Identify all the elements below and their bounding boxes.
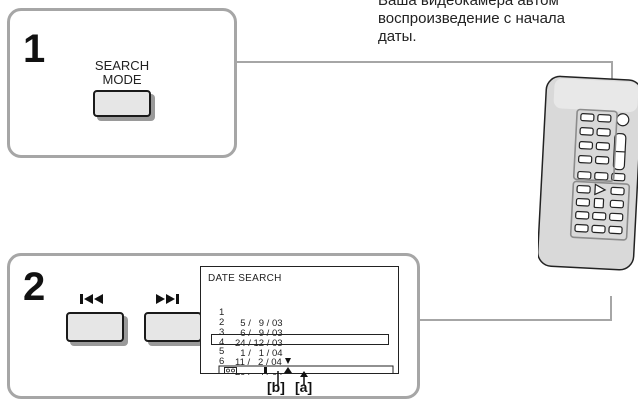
position-marker-b-tick	[264, 367, 267, 373]
position-marker-a-arrow	[284, 367, 292, 373]
caption-line-1: Ваша видеокамера автом	[378, 0, 559, 9]
step1-number: 1	[23, 27, 46, 71]
row-date: 1 / 1 / 04	[235, 348, 283, 359]
caption-line-2: воспроизведение с начала	[378, 10, 566, 27]
row-index: 3	[219, 327, 225, 338]
date-row[interactable]: 3 24 / 12 / 03	[201, 316, 396, 360]
date-row[interactable]: 1 5 / 9 / 03	[201, 296, 396, 340]
date-search-screen: DATE SEARCH 1 5 / 9 / 03 2 6 / 9 / 03 3 …	[200, 266, 399, 378]
screen-title: DATE SEARCH	[208, 273, 282, 284]
cassette-icon	[224, 367, 237, 374]
row-index: 4	[219, 337, 225, 348]
skip-previous-icon	[80, 294, 103, 304]
marker-pointer-lines	[277, 371, 308, 385]
row-index: 5	[219, 346, 225, 357]
step2-number: 2	[23, 265, 46, 309]
connector-step2-to-remote	[419, 296, 612, 321]
remote-control	[538, 75, 638, 271]
caption-line-3: даты.	[378, 28, 417, 45]
row-index: 6	[219, 356, 225, 367]
search-mode-button[interactable]	[93, 90, 151, 117]
step1-panel: 1 SEARCH MODE	[7, 8, 237, 158]
date-row[interactable]: 2 6 / 9 / 03	[201, 306, 396, 350]
row-date: 11 / 2 / 04	[235, 357, 282, 368]
row-date: 6 / 9 / 03	[235, 328, 283, 339]
search-mode-highlight	[572, 108, 618, 182]
row-index: 1	[219, 307, 225, 318]
row-index: 2	[219, 317, 225, 328]
step2-panel: 2 DATE SEARCH 1 5 / 9 / 03 2 6 / 9 / 03 …	[7, 253, 420, 399]
selected-row-highlight	[211, 334, 389, 345]
skip-next-button[interactable]	[144, 312, 202, 342]
skip-previous-button[interactable]	[66, 312, 124, 342]
marker-b-label: [b]	[267, 379, 285, 395]
search-mode-label-line1: SEARCH	[94, 58, 150, 73]
search-mode-label: SEARCH MODE	[82, 59, 162, 87]
row-date: 5 / 9 / 03	[235, 318, 283, 329]
search-mode-label-line2: MODE	[102, 72, 142, 87]
date-row[interactable]: 4 1 / 1 / 04	[201, 326, 396, 370]
row-date: 24 / 12 / 03	[235, 338, 283, 349]
date-row-selected[interactable]: 5 11 / 2 / 04	[201, 335, 396, 379]
marker-a-label: [a]	[295, 379, 313, 395]
tape-position-bar	[218, 358, 394, 373]
skip-buttons-highlight	[569, 180, 631, 241]
skip-next-icon	[156, 294, 179, 304]
